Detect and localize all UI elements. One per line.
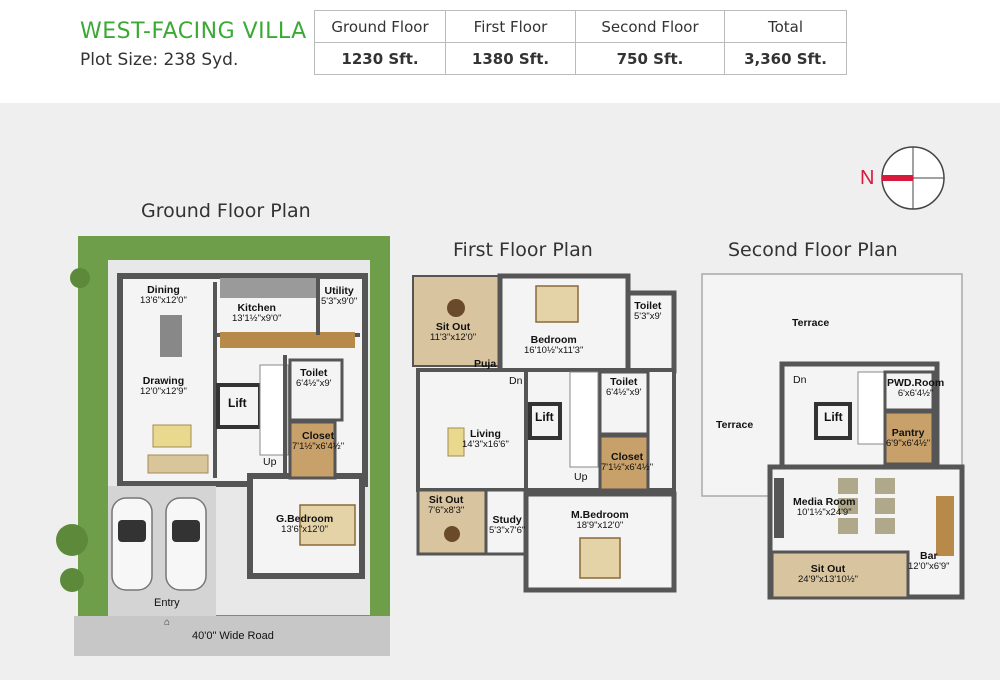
area-value-total: 3,360 Sft. [724, 42, 847, 75]
second-floor-title: Second Floor Plan [728, 239, 898, 261]
entry-label: Entry [154, 597, 180, 609]
area-value-second: 750 Sft. [575, 42, 725, 75]
area-table-value-row: 1230 Sft. 1380 Sft. 750 Sft. 3,360 Sft. [314, 42, 847, 75]
room-label: Lift [824, 410, 843, 424]
compass-north-label: N [860, 167, 875, 189]
car-icon [111, 497, 153, 591]
compass-icon [881, 146, 945, 210]
area-value-ground: 1230 Sft. [314, 42, 446, 75]
area-header-first: First Floor [445, 10, 576, 43]
area-header-ground: Ground Floor [314, 10, 446, 43]
plans-drawing: ⌂ [56, 146, 965, 656]
header: WEST-FACING VILLA Plot Size: 238 Syd. Gr… [0, 0, 1000, 103]
second-floor-plan [701, 273, 965, 600]
area-value-first: 1380 Sft. [445, 42, 576, 75]
area-table-header-row: Ground Floor First Floor Second Floor To… [314, 10, 847, 43]
villa-title: WEST-FACING VILLA [80, 19, 307, 44]
area-table: Ground Floor First Floor Second Floor To… [314, 10, 847, 75]
room-label: Lift [228, 396, 247, 410]
tree-icon [56, 524, 88, 556]
room-label: Dn [793, 374, 807, 386]
road-label: 40'0" Wide Road [192, 630, 274, 642]
room-label: Up [263, 456, 277, 468]
room-label: Terrace [792, 317, 830, 329]
room-label: Up [574, 471, 588, 483]
first-floor-title: First Floor Plan [453, 239, 593, 261]
entry-arrow-icon: ⌂ [164, 617, 170, 628]
plans-canvas: ⌂ [0, 103, 1000, 680]
room-label: Puja [474, 358, 497, 370]
room-label: Dn [509, 375, 523, 387]
area-header-second: Second Floor [575, 10, 725, 43]
ground-floor-title: Ground Floor Plan [141, 200, 311, 222]
tree-icon [70, 268, 90, 288]
room-label: Lift [535, 410, 554, 424]
road [74, 616, 390, 656]
ground-floor-plan: ⌂ [56, 236, 390, 656]
tree-icon [60, 568, 84, 592]
area-header-total: Total [724, 10, 847, 43]
plot-size: Plot Size: 238 Syd. [80, 50, 239, 70]
car-icon [165, 497, 207, 591]
room-label: Terrace [716, 419, 754, 431]
first-floor-plan [412, 273, 677, 593]
